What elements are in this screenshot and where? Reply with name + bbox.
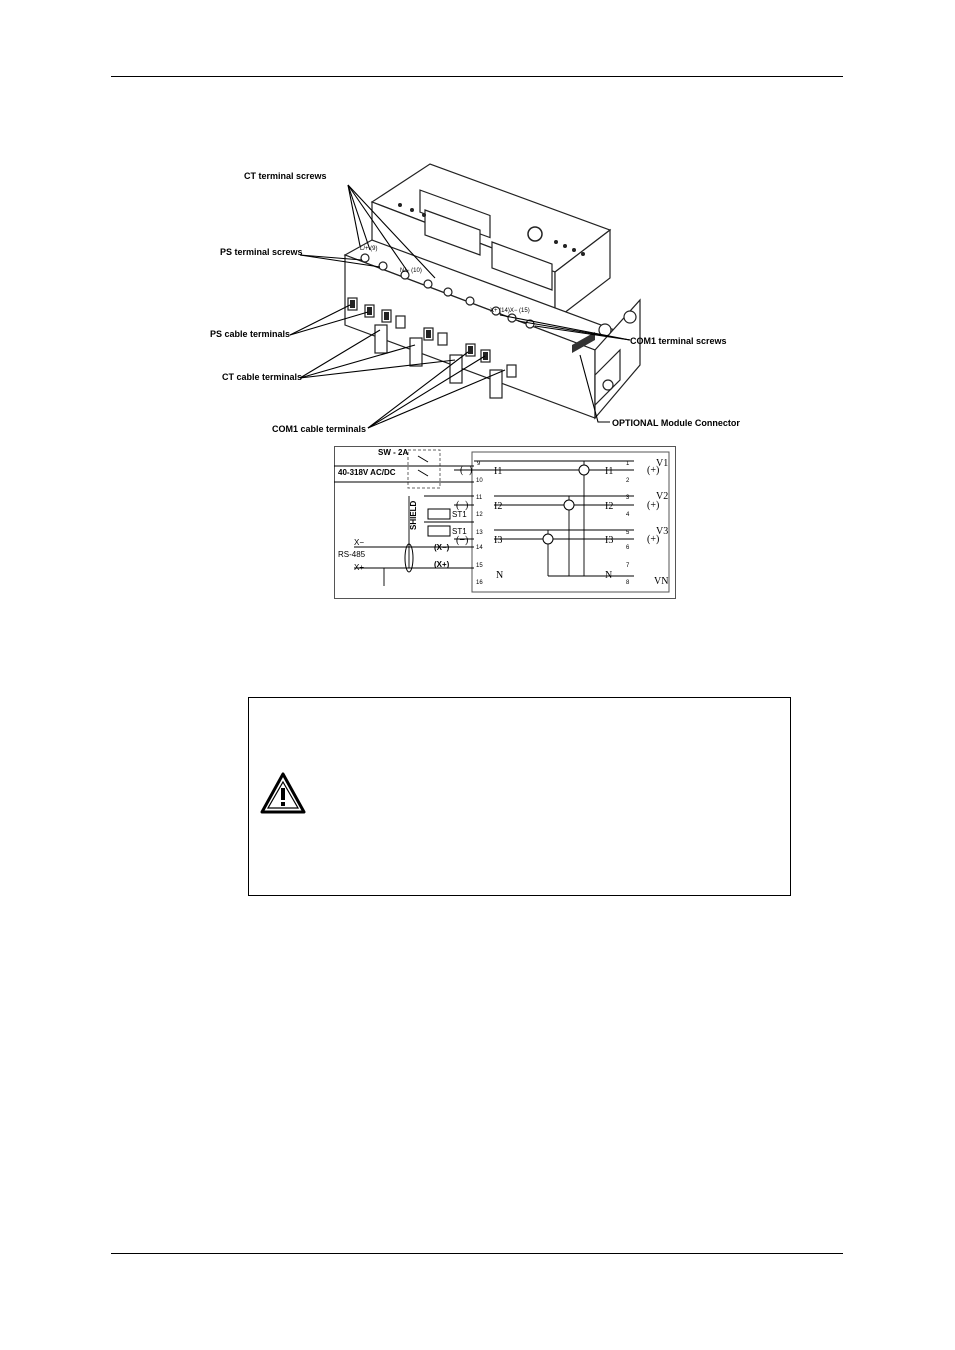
i2-right: I2 (605, 501, 613, 512)
terminal-1: 1 (626, 461, 630, 467)
label-com1-cable-terminals: COM1 cable terminals (272, 424, 366, 434)
device-illustration: L/+ (9) N/− (10) X+ (14)X− (15) CT termi… (210, 163, 740, 434)
xplus-small-label: X+ (354, 563, 364, 572)
n-left: N (496, 570, 503, 581)
terminal-3: 3 (626, 495, 630, 501)
i3-left: I3 (494, 535, 502, 546)
svg-text:N/− (10): N/− (10) (400, 268, 422, 274)
terminal-2: 2 (626, 478, 630, 484)
svg-text:X+ (14)X− (15): X+ (14)X− (15) (490, 308, 530, 314)
terminal-9: 9 (477, 461, 481, 467)
st1-label-b: ST1 (452, 527, 467, 536)
terminal-14: 14 (476, 545, 483, 551)
terminal-16: 16 (476, 580, 483, 586)
n-right: N (605, 570, 612, 581)
label-ps-cable-terminals: PS cable terminals (210, 329, 290, 339)
v2-label: V2 (656, 491, 668, 502)
i3-minus-label: (−) (456, 535, 468, 546)
terminal-6: 6 (626, 545, 630, 551)
i1-plus-label: (+) (647, 465, 659, 476)
footer-rule (111, 1253, 843, 1254)
wiring-diagram: SW - 2A 40-318V AC/DC SHIELD ST1 ST1 X− … (334, 446, 676, 599)
label-com1-terminal-screws: COM1 terminal screws (630, 336, 727, 346)
label-ct-cable-terminals: CT cable terminals (222, 372, 302, 382)
svg-text:L/+ (9): L/+ (9) (360, 246, 378, 252)
warning-triangle-icon (260, 772, 306, 814)
label-optional-module-connector: OPTIONAL Module Connector (612, 418, 740, 428)
xminus-small-label: X− (354, 538, 364, 547)
i1-right: I1 (605, 466, 613, 477)
rs485-label: RS-485 (338, 550, 366, 559)
warning-box (248, 697, 791, 896)
terminal-4: 4 (626, 512, 630, 518)
terminal-5: 5 (626, 530, 630, 536)
terminal-10: 10 (476, 478, 483, 484)
v3-label: V3 (656, 526, 668, 537)
i2-plus-label: (+) (647, 500, 659, 511)
terminal-13: 13 (476, 530, 483, 536)
terminal-7: 7 (626, 563, 630, 569)
terminal-15: 15 (476, 563, 483, 569)
terminal-8: 8 (626, 580, 630, 586)
xminus-label: (X−) (434, 543, 450, 552)
i2-left: I2 (494, 501, 502, 512)
v1-label: V1 (656, 458, 668, 469)
i3-plus-label: (+) (647, 534, 659, 545)
terminal-12: 12 (476, 512, 483, 518)
shield-label: SHIELD (409, 500, 418, 530)
i3-right: I3 (605, 535, 613, 546)
st1-label-a: ST1 (452, 510, 467, 519)
supply-label: 40-318V AC/DC (338, 468, 396, 477)
label-ct-terminal-screws: CT terminal screws (244, 171, 327, 181)
terminal-11: 11 (476, 495, 483, 501)
xplus-label: (X+) (434, 560, 450, 569)
i2-minus-label: (−) (456, 500, 468, 511)
header-rule (111, 76, 843, 77)
label-ps-terminal-screws: PS terminal screws (220, 247, 303, 257)
vn-label: VN (654, 576, 668, 587)
i1-minus-label: (−) (460, 465, 472, 476)
i1-left: I1 (494, 466, 502, 477)
switch-label: SW - 2A (378, 448, 408, 457)
